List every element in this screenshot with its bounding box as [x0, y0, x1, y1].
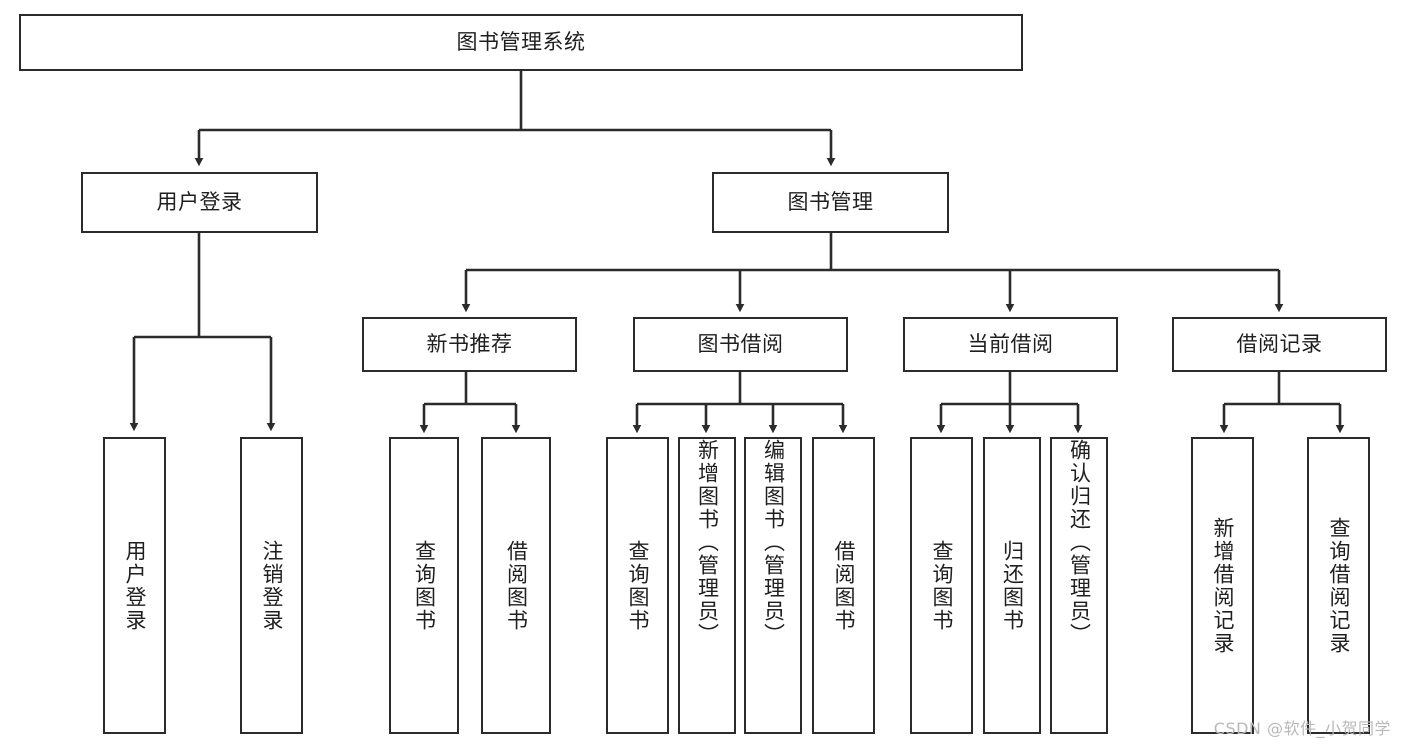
- node-leaf-borrow-book-2-label: 借阅图书: [832, 539, 856, 632]
- node-leaf-query-book-1[interactable]: 查询图书: [389, 437, 459, 734]
- node-leaf-query-book-2-label: 查询图书: [626, 539, 650, 632]
- node-leaf-add-book[interactable]: 新增图书（管理员）: [678, 437, 736, 734]
- node-new-book-recommend-label: 新书推荐: [426, 331, 513, 356]
- node-leaf-query-book-1-label: 查询图书: [412, 539, 437, 632]
- node-borrow-record[interactable]: 借阅记录: [1172, 317, 1387, 372]
- node-book-borrow-label: 图书借阅: [697, 331, 784, 356]
- node-leaf-query-book-3-label: 查询图书: [930, 539, 954, 632]
- node-borrow-record-label: 借阅记录: [1236, 331, 1323, 356]
- node-root[interactable]: 图书管理系统: [19, 14, 1023, 71]
- node-current-borrow-label: 当前借阅: [967, 331, 1054, 356]
- node-leaf-return-book-label: 归还图书: [1000, 539, 1025, 632]
- node-leaf-query-book-2[interactable]: 查询图书: [606, 437, 669, 734]
- node-book-management-label: 图书管理: [787, 189, 874, 214]
- node-root-label: 图书管理系统: [456, 29, 586, 54]
- node-book-management[interactable]: 图书管理: [712, 172, 949, 233]
- node-leaf-add-record[interactable]: 新增借阅记录: [1191, 437, 1254, 734]
- node-current-borrow[interactable]: 当前借阅: [903, 317, 1118, 372]
- node-book-borrow[interactable]: 图书借阅: [633, 317, 848, 372]
- node-leaf-edit-book[interactable]: 编辑图书（管理员）: [744, 437, 802, 734]
- node-leaf-edit-book-label: 编辑图书（管理员）: [761, 439, 786, 646]
- node-user-login[interactable]: 用户登录: [81, 172, 318, 233]
- node-leaf-return-book[interactable]: 归还图书: [983, 437, 1041, 734]
- node-leaf-add-record-label: 新增借阅记录: [1211, 516, 1235, 655]
- node-leaf-user-logout[interactable]: 注销登录: [240, 437, 303, 734]
- node-leaf-query-record[interactable]: 查询借阅记录: [1307, 437, 1370, 734]
- node-leaf-user-login-label: 用户登录: [123, 539, 147, 632]
- node-user-login-label: 用户登录: [156, 189, 243, 214]
- node-leaf-confirm-return[interactable]: 确认归还（管理员）: [1050, 437, 1108, 734]
- node-leaf-borrow-book-1-label: 借阅图书: [504, 539, 529, 632]
- node-leaf-add-book-label: 新增图书（管理员）: [695, 439, 720, 646]
- node-leaf-query-record-label: 查询借阅记录: [1327, 516, 1351, 655]
- node-leaf-borrow-book-2[interactable]: 借阅图书: [812, 437, 875, 734]
- node-leaf-borrow-book-1[interactable]: 借阅图书: [481, 437, 551, 734]
- node-leaf-confirm-return-label: 确认归还（管理员）: [1067, 439, 1092, 646]
- node-leaf-user-logout-label: 注销登录: [260, 539, 284, 632]
- node-new-book-recommend[interactable]: 新书推荐: [362, 317, 577, 372]
- node-leaf-user-login[interactable]: 用户登录: [103, 437, 166, 734]
- node-leaf-query-book-3[interactable]: 查询图书: [910, 437, 973, 734]
